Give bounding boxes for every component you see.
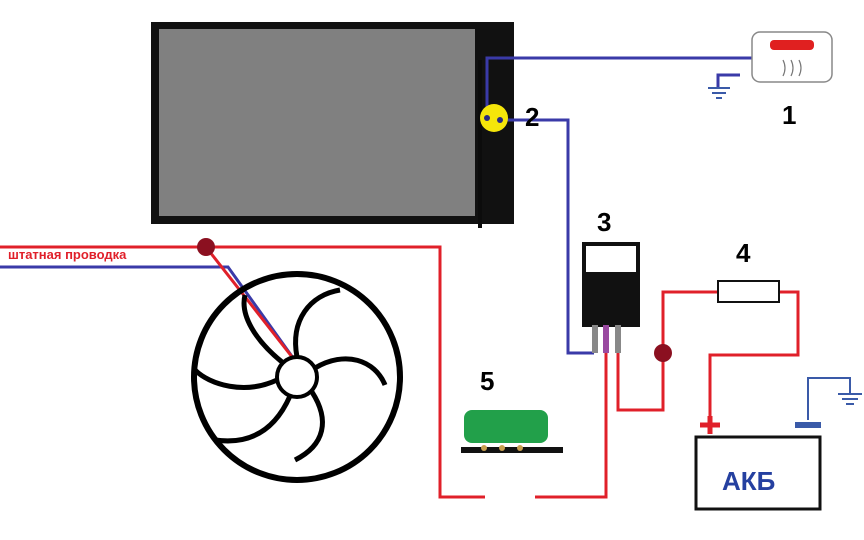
label-4: 4 [736, 238, 751, 268]
red-wires [0, 245, 800, 499]
battery-ground-icon [807, 377, 862, 420]
junction-right [654, 344, 672, 362]
label-3: 3 [597, 207, 611, 237]
label-2: 2 [525, 102, 539, 132]
transistor [582, 242, 640, 353]
resistor [717, 280, 780, 303]
blue-wires [0, 56, 752, 363]
label-5: 5 [480, 366, 494, 396]
label-1: 1 [782, 100, 796, 130]
ground-icon [708, 87, 730, 99]
radiator [151, 22, 514, 228]
junction-left [197, 238, 215, 256]
stock-wiring-label: штатная проводка [8, 247, 127, 262]
battery-label: АКБ [722, 466, 775, 496]
fan-icon [191, 271, 403, 483]
temperature-sensor-icon [480, 104, 508, 132]
indicator-lamp-icon [751, 31, 833, 83]
relay [461, 410, 563, 453]
battery [694, 416, 822, 511]
